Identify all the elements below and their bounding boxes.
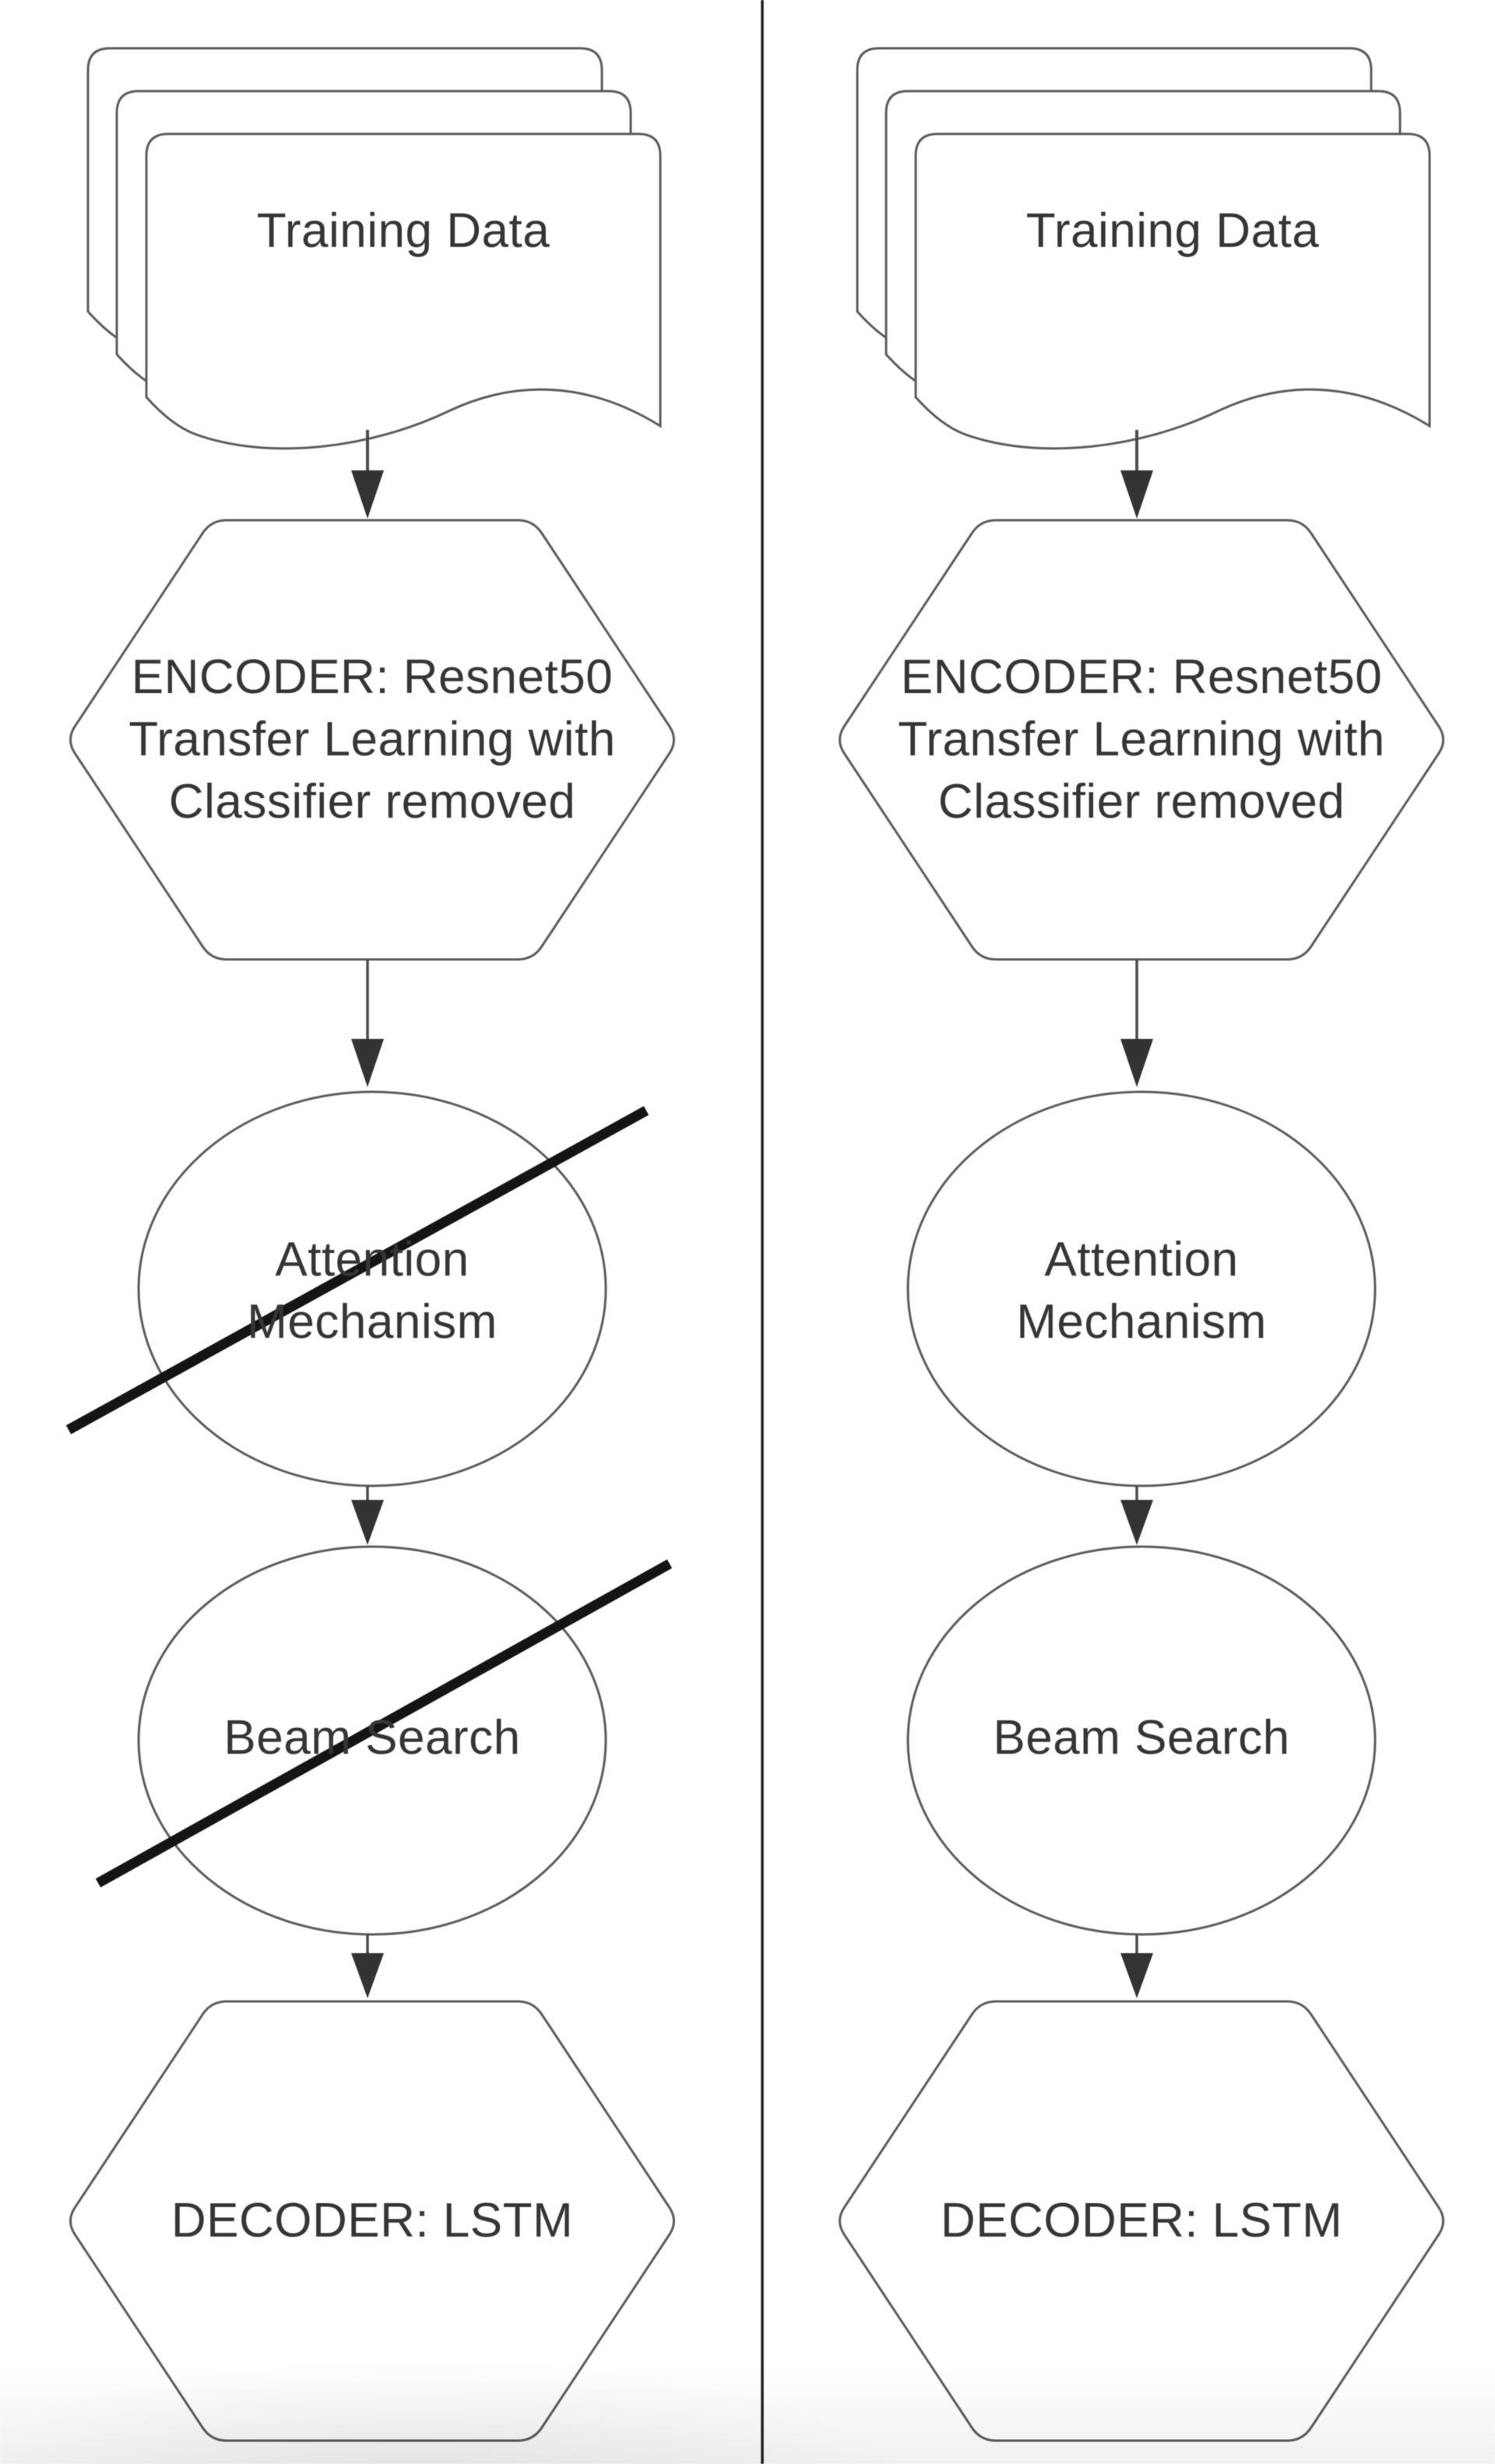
left-attention-ellipse: [137, 1090, 607, 1487]
right-attention-label: Attention Mechanism: [908, 1229, 1375, 1353]
left-encoder-label-line2: Transfer Learning with: [128, 713, 616, 766]
left-attention-label-line1: Attention: [275, 1233, 470, 1287]
left-doc-front-page: [145, 132, 662, 450]
left-decoder-label: DECODER: LSTM: [171, 2194, 574, 2248]
left-arrow-down-icon-2: [351, 1039, 384, 1087]
right-beam-search-label: Beam Search: [993, 1711, 1290, 1765]
left-encoder-label: ENCODER: Resnet50 Transfer Learning with…: [100, 646, 645, 833]
right-decoder-label: DECODER: LSTM: [940, 2194, 1343, 2248]
bottom-edge-shadow: [0, 2363, 1495, 2464]
right-doc-front-page: [914, 132, 1431, 450]
left-encoder-label-line1: ENCODER: Resnet50: [131, 650, 614, 704]
left-arrow-down-icon-3: [351, 1500, 384, 1545]
right-beam-search-ellipse: [906, 1545, 1377, 1936]
left-arrow-down-icon-1: [351, 470, 384, 519]
left-attention-label: Attention Mechanism: [139, 1229, 606, 1353]
left-training-data-label: Training Data: [256, 204, 551, 258]
left-beam-search-label: Beam Search: [223, 1711, 521, 1765]
right-arrow-down-icon-1: [1120, 470, 1153, 519]
left-column-shapes: [65, 47, 675, 2442]
left-arrow-down-icon-4: [351, 1953, 384, 1998]
right-arrow-down-icon-3: [1120, 1500, 1153, 1545]
left-attention-label-line2: Mechanism: [247, 1295, 498, 1349]
right-training-data-label: Training Data: [1025, 204, 1320, 258]
right-attention-label-line1: Attention: [1044, 1233, 1239, 1287]
left-encoder-label-line3: Classifier removed: [168, 775, 576, 829]
left-beam-search-strikethrough-line: [95, 1559, 673, 1888]
right-attention-ellipse: [906, 1090, 1377, 1487]
right-column-shapes: [839, 47, 1444, 2442]
right-arrow-down-icon-2: [1120, 1039, 1153, 1087]
right-encoder-label: ENCODER: Resnet50 Transfer Learning with…: [869, 646, 1414, 833]
right-encoder-label-line3: Classifier removed: [937, 775, 1346, 829]
right-encoder-label-line1: ENCODER: Resnet50: [900, 650, 1383, 704]
right-arrow-down-icon-4: [1120, 1953, 1153, 1998]
right-attention-label-line2: Mechanism: [1016, 1295, 1267, 1349]
right-encoder-label-line2: Transfer Learning with: [898, 713, 1385, 766]
left-attention-strikethrough-line: [65, 1106, 649, 1434]
left-beam-search-ellipse: [137, 1545, 607, 1936]
